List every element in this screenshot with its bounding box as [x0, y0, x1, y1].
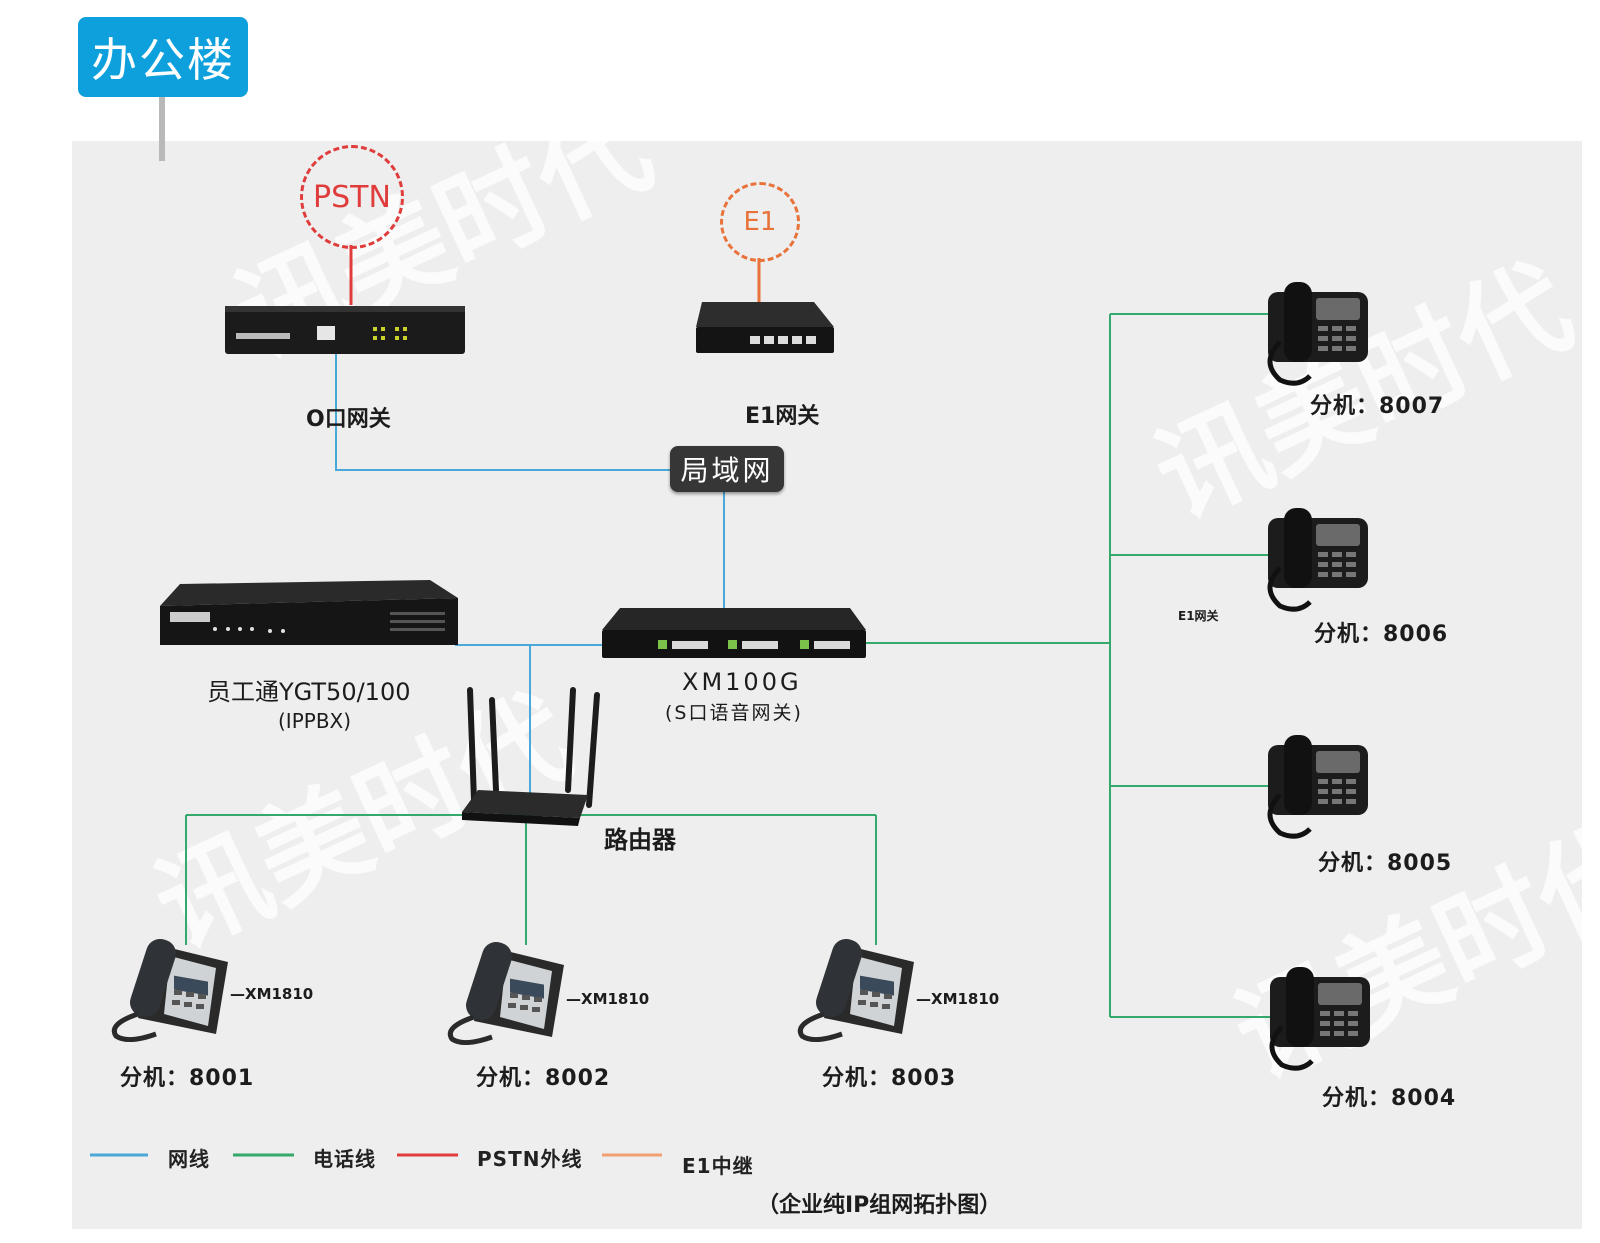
analog-ext-8006: 分机：8006 [1314, 622, 1449, 647]
e1-cloud: E1 [720, 182, 800, 262]
ippbx-device [160, 580, 458, 645]
building-tag: 办公楼 [78, 17, 248, 97]
router-label: 路由器 [604, 826, 676, 854]
legend-phone: 电话线 [313, 1147, 376, 1171]
o-gateway-device [225, 306, 465, 354]
legend-network: 网线 [168, 1147, 210, 1171]
analog-ext-8007: 分机：8007 [1310, 394, 1445, 419]
ip-phone-8003 [800, 935, 914, 1039]
ip-ext-8001: 分机：8001 [120, 1066, 255, 1091]
ippbx-name: 员工通YGT50/100 [207, 678, 411, 706]
pstn-cloud: PSTN [300, 145, 404, 249]
xm100g-sub: (S口语音网关) [665, 702, 803, 724]
xm100g-name: XM100G [682, 668, 802, 696]
legend-pstn: PSTN外线 [477, 1147, 583, 1171]
analog-ext-8004: 分机：8004 [1322, 1086, 1457, 1111]
network-lines [335, 352, 725, 795]
o-gateway-label: O口网关 [306, 407, 391, 432]
ip-ext-8003: 分机：8003 [822, 1066, 957, 1091]
analog-phone-8006 [1268, 508, 1368, 609]
router-device [462, 687, 600, 826]
ip-model-8003: —XM1810 [916, 990, 1000, 1008]
ip-model-8001: —XM1810 [230, 985, 314, 1003]
ippbx-sub: (IPPBX) [278, 709, 352, 733]
analog-phone-8005 [1268, 735, 1368, 836]
ip-model-8002: —XM1810 [566, 990, 650, 1008]
diagram-caption: （企业纯IP组网拓扑图） [757, 1193, 1002, 1218]
mid-e1-label: E1网关 [1178, 609, 1219, 623]
lan-badge: 局域网 [670, 446, 784, 492]
legend-e1: E1中继 [682, 1154, 754, 1178]
e1-gateway-label: E1网关 [745, 404, 820, 429]
ip-phone-8002 [450, 938, 564, 1042]
xm100g-device [602, 608, 866, 658]
ip-ext-8002: 分机：8002 [476, 1066, 611, 1091]
analog-ext-8005: 分机：8005 [1318, 851, 1453, 876]
tag-stem [159, 97, 165, 161]
e1-gateway-device [696, 302, 834, 353]
